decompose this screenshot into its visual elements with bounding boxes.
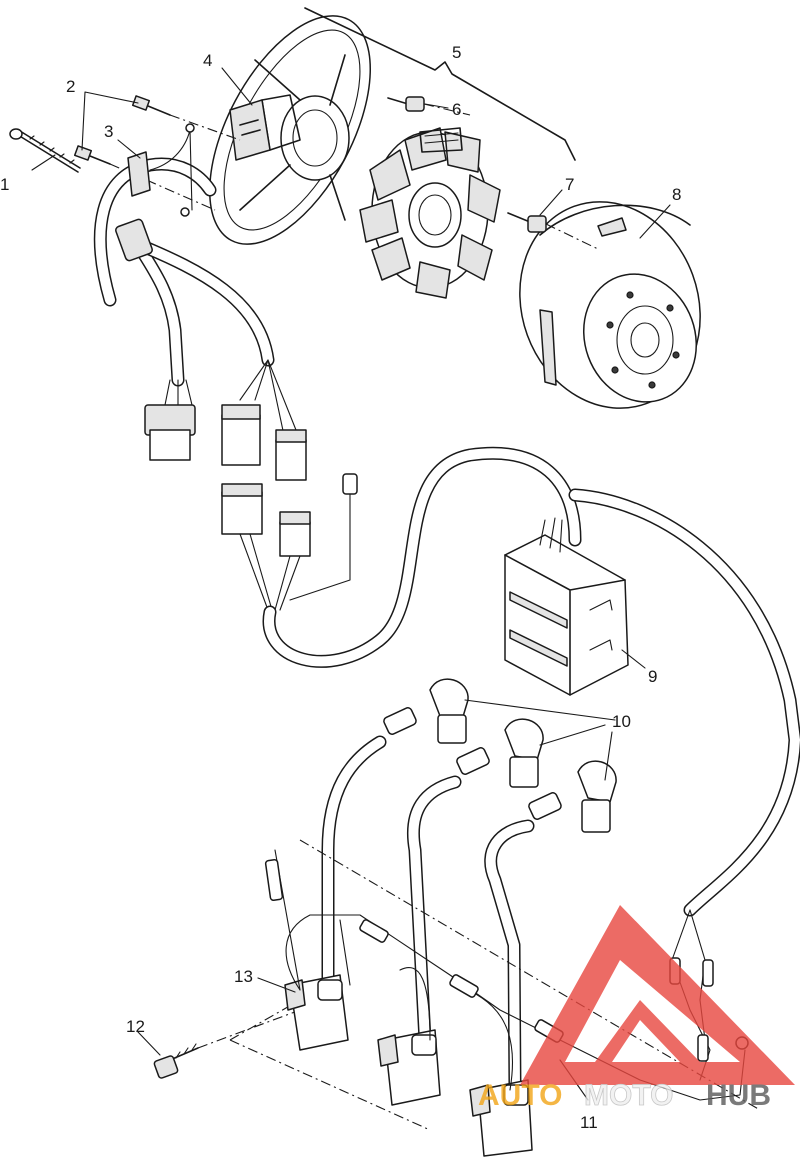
stator-coil: [359, 127, 501, 299]
connector-block-1: [144, 379, 196, 461]
screw-1: [9, 128, 81, 173]
group-bracket-5: [304, 7, 576, 161]
callout-7: 7: [565, 175, 574, 194]
callout-12: 12: [126, 1017, 145, 1036]
watermark-hub: HUB: [706, 1079, 771, 1112]
screw-12: [153, 1043, 199, 1079]
watermark-logo: AUTO MOTO HUB: [478, 905, 795, 1112]
callout-2: 2: [66, 77, 75, 96]
callout-11: 11: [580, 1113, 598, 1132]
screw-7: [507, 212, 547, 233]
watermark-moto: MOTO: [584, 1079, 673, 1112]
stator-plate: [208, 15, 372, 245]
callout-6: 6: [452, 100, 461, 119]
leader-10: [464, 699, 616, 781]
screw-2a: [131, 95, 171, 116]
callout-9: 9: [648, 667, 657, 686]
plug-cap-2: [456, 718, 544, 788]
callout-1: 1: [0, 175, 9, 194]
callout-8: 8: [672, 185, 681, 204]
callout-4: 4: [203, 51, 212, 70]
ignition-coil-2: [377, 1029, 441, 1106]
leader-lines: [31, 67, 671, 1101]
callout-3: 3: [104, 122, 113, 141]
cdi-module: [504, 517, 629, 696]
callout-10: 10: [612, 712, 631, 731]
flywheel: [519, 201, 701, 409]
screw-6: [387, 96, 425, 112]
callout-13: 13: [234, 967, 253, 986]
watermark-auto: AUTO: [478, 1079, 562, 1112]
plug-cap-1: [383, 678, 469, 744]
callout-5: 5: [452, 43, 461, 62]
screw-2b: [73, 145, 111, 165]
connector-block-2: [221, 359, 307, 481]
coil-harness: [274, 849, 746, 1101]
plug-cap-3: [528, 760, 617, 833]
ignition-coil-1: [284, 974, 349, 1051]
wire-clamp: [127, 151, 151, 197]
connector-block-3: [221, 473, 358, 611]
